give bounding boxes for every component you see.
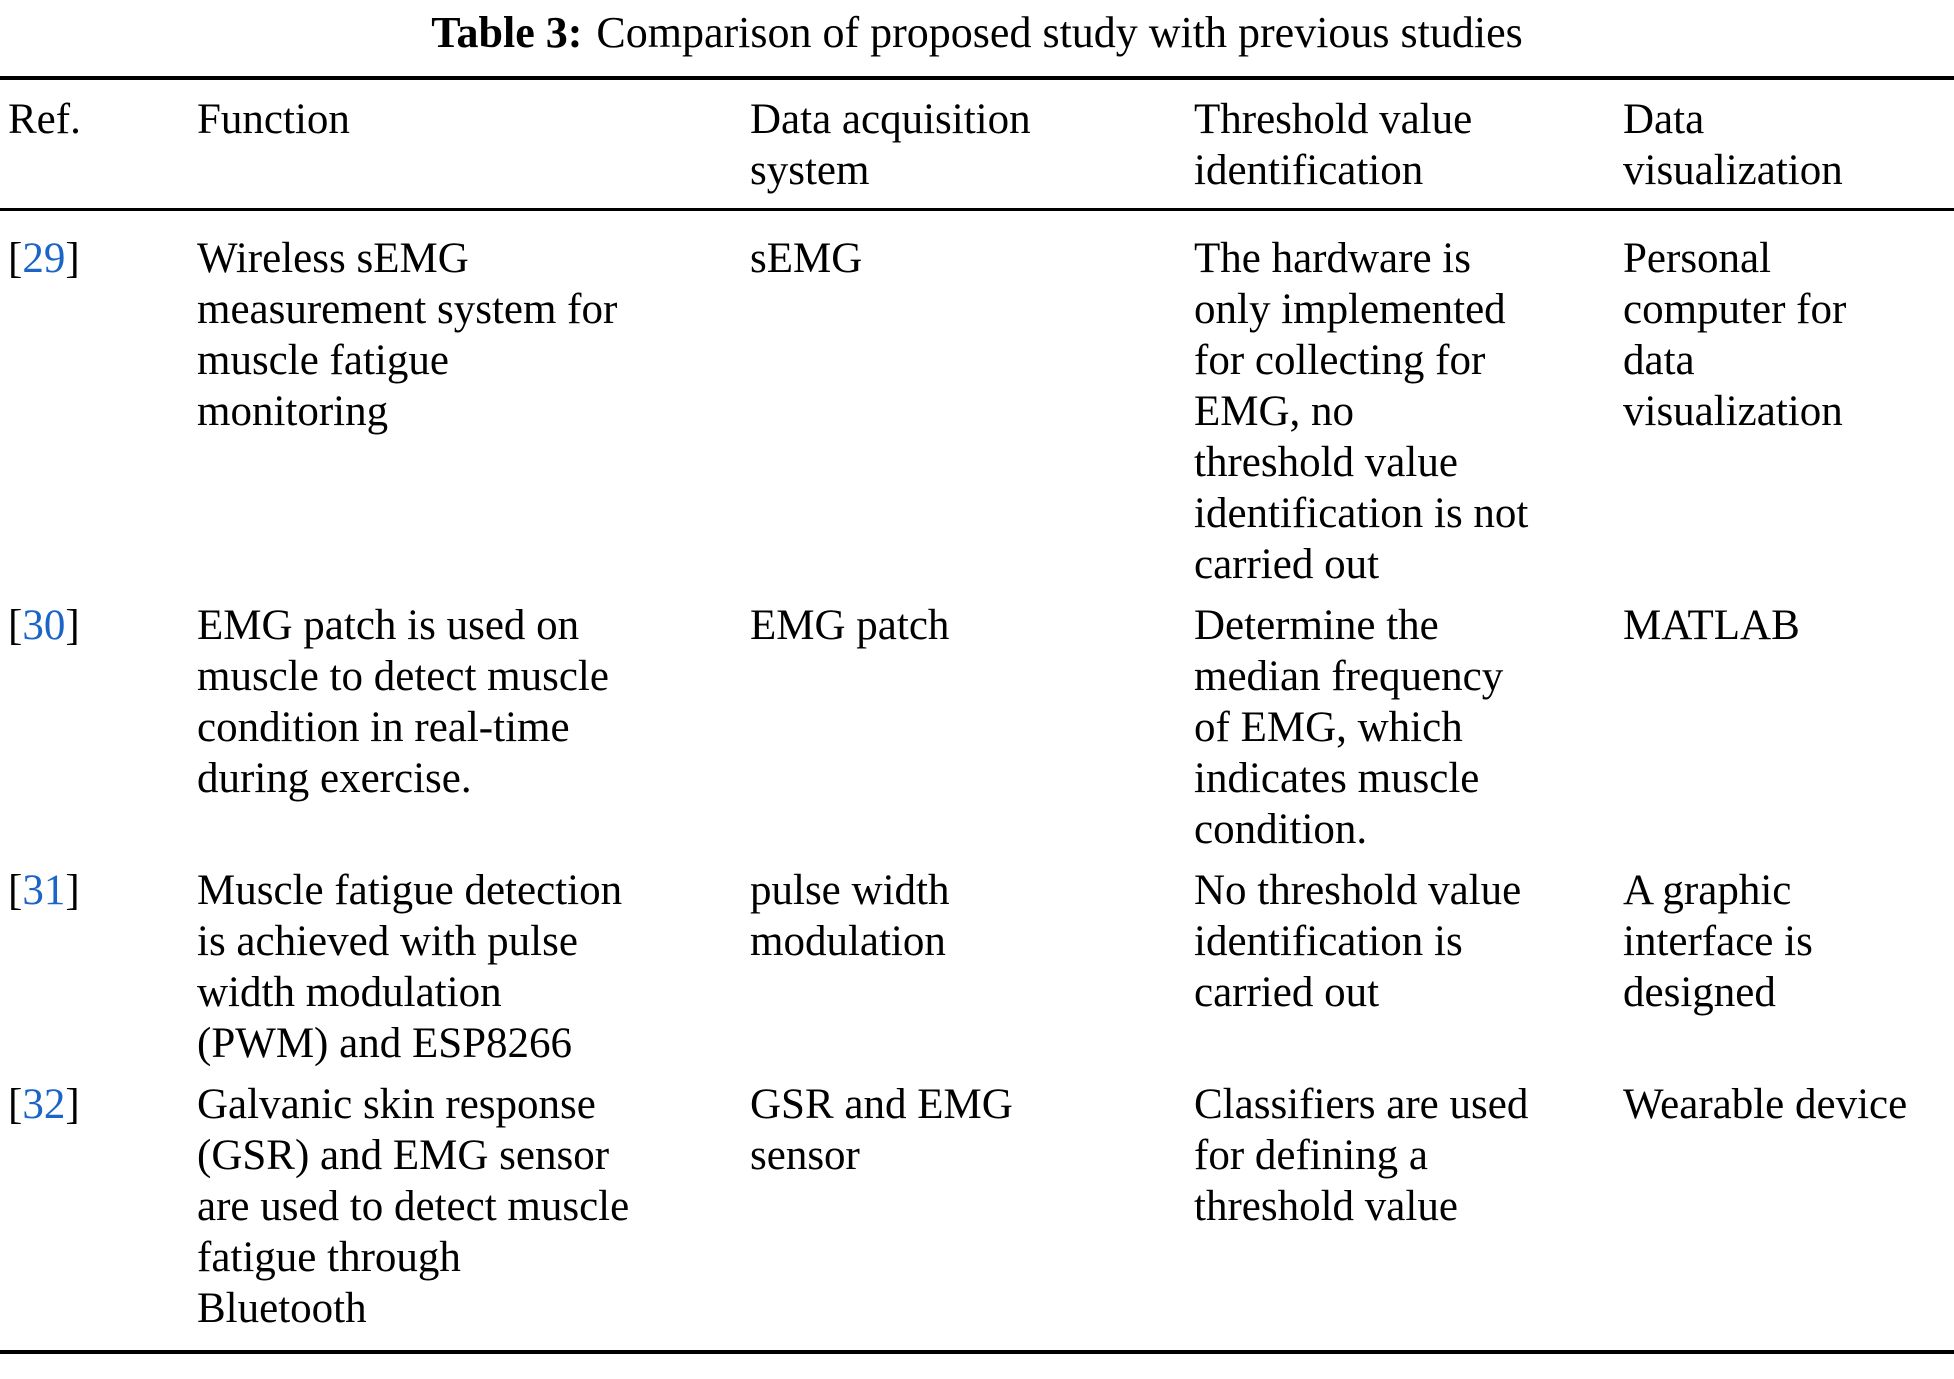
cell-threshold: Classifiers are used for defining a thre… <box>1194 1081 1529 1230</box>
citation-bracket-open: [ <box>8 235 23 282</box>
column-header-threshold: Threshold value identification <box>1194 78 1623 211</box>
column-header-function: Function <box>197 78 750 211</box>
cell-ref: [30] <box>0 600 197 865</box>
table-title: Table 3: Comparison of proposed study wit… <box>0 0 1954 60</box>
cell-function: Galvanic skin response (GSR) and EMG sen… <box>197 1081 630 1332</box>
citation-link[interactable]: 29 <box>22 235 66 282</box>
table-body: [29] Wireless sEMG measurement system fo… <box>0 210 1954 1353</box>
column-header-acquisition: Data acquisition system <box>750 78 1194 211</box>
comparison-table: Ref. Function Data acquisition system Th… <box>0 76 1954 1354</box>
table-row: [29] Wireless sEMG measurement system fo… <box>0 210 1954 601</box>
column-header-ref: Ref. <box>0 78 197 211</box>
table-row: [31] Muscle fatigue detection is achieve… <box>0 865 1954 1079</box>
cell-threshold: No threshold value identification is car… <box>1194 867 1522 1016</box>
cell-acquisition: GSR and EMG sensor <box>750 1081 1013 1179</box>
citation-bracket-close: ] <box>65 602 80 649</box>
cell-function: EMG patch is used on muscle to detect mu… <box>197 602 609 802</box>
citation-bracket-close: ] <box>65 1081 80 1128</box>
table-caption: Comparison of proposed study with previo… <box>596 8 1523 57</box>
cell-acquisition: EMG patch <box>750 602 950 649</box>
cell-function: Muscle fatigue detection is achieved wit… <box>197 867 623 1067</box>
citation-link[interactable]: 32 <box>22 1081 66 1128</box>
cell-ref: [31] <box>0 865 197 1079</box>
table-row: [32] Galvanic skin response (GSR) and EM… <box>0 1079 1954 1352</box>
cell-visualization: Wearable device <box>1623 1081 1908 1128</box>
cell-visualization: MATLAB <box>1623 602 1800 649</box>
citation-bracket-close: ] <box>65 235 80 282</box>
citation-bracket-open: [ <box>8 1081 23 1128</box>
citation-bracket-open: [ <box>8 867 23 914</box>
cell-threshold: Determine the median frequency of EMG, w… <box>1194 602 1504 853</box>
table-number-label: Table 3: <box>431 8 583 57</box>
citation-link[interactable]: 30 <box>22 602 66 649</box>
cell-visualization: A graphic interface is designed <box>1623 867 1813 1016</box>
cell-acquisition: pulse width modulation <box>750 867 950 965</box>
cell-ref: [29] <box>0 210 197 601</box>
header-row: Ref. Function Data acquisition system Th… <box>0 78 1954 211</box>
cell-visualization: Personal computer for data visualization <box>1623 235 1847 435</box>
cell-function: Wireless sEMG measurement system for mus… <box>197 235 618 435</box>
citation-bracket-open: [ <box>8 602 23 649</box>
table-header: Ref. Function Data acquisition system Th… <box>0 78 1954 211</box>
citation-link[interactable]: 31 <box>22 867 66 914</box>
table-row: [30] EMG patch is used on muscle to dete… <box>0 600 1954 865</box>
cell-threshold: The hardware is only implemented for col… <box>1194 235 1529 588</box>
column-header-visualization: Data visualization <box>1623 78 1954 211</box>
citation-bracket-close: ] <box>65 867 80 914</box>
cell-ref: [32] <box>0 1079 197 1352</box>
cell-acquisition: sEMG <box>750 235 863 282</box>
